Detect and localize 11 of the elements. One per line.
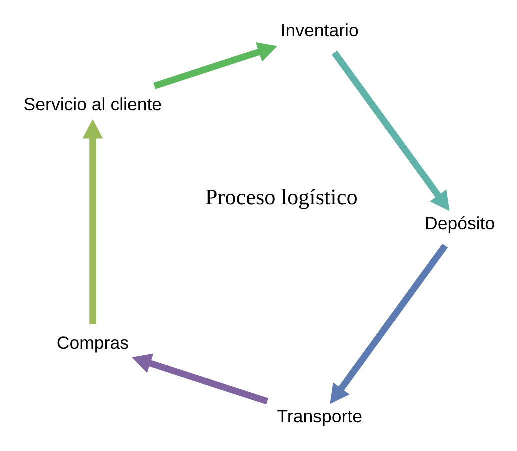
node-text: Transporte: [276, 406, 362, 427]
arrow: [82, 119, 103, 324]
arrow: [330, 244, 448, 404]
node-text: Servicio al cliente: [23, 94, 162, 114]
arrow: [153, 42, 278, 90]
node-text: Depósito: [424, 214, 495, 234]
node-text: Compras: [56, 333, 128, 354]
arrow: [331, 50, 450, 212]
node-text: Inventario: [280, 20, 358, 41]
arrow: [132, 354, 268, 405]
label: Proceso logístico: [204, 184, 358, 210]
